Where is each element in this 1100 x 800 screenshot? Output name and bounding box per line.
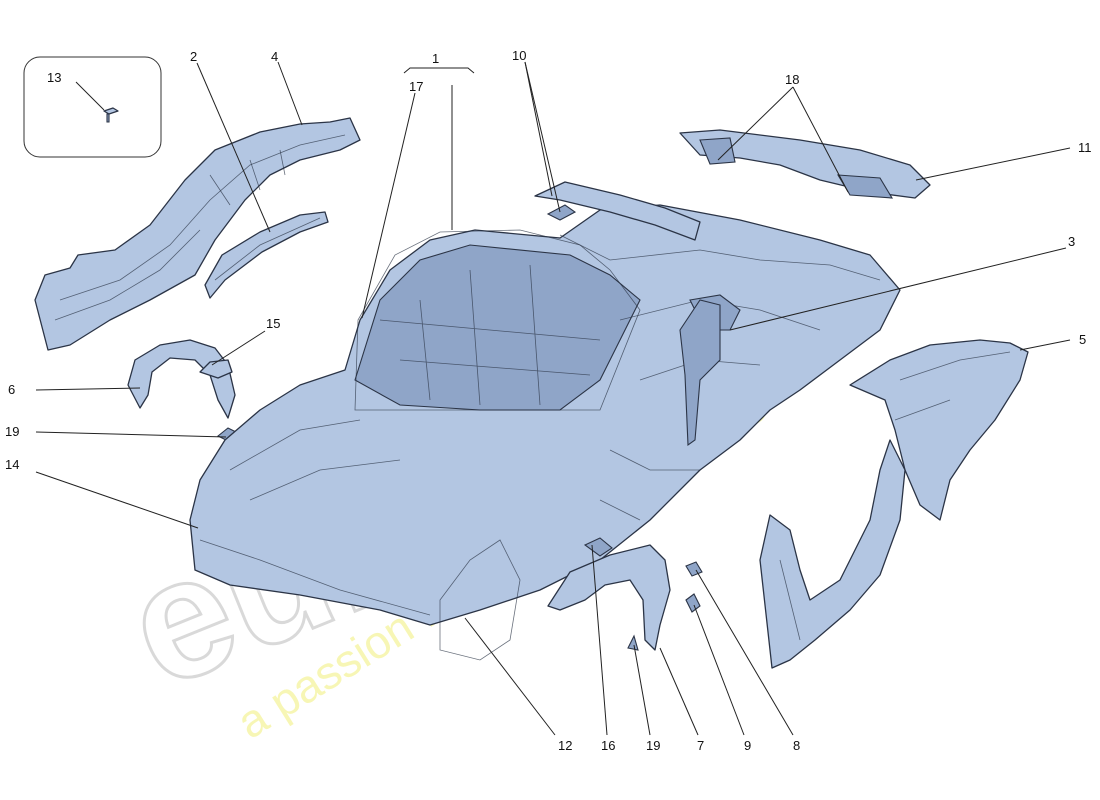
front-bracket-part [199, 359, 233, 379]
callout-7: 7 [697, 738, 704, 753]
callout-18: 18 [785, 72, 799, 87]
callout-19-left: 19 [5, 424, 19, 439]
right-side-panel-part [759, 339, 1029, 669]
arch-bracket-part [583, 537, 613, 557]
callout-16: 16 [601, 738, 615, 753]
callout-6: 6 [8, 382, 15, 397]
callout-5: 5 [1079, 332, 1086, 347]
callout-19-bottom: 19 [646, 738, 660, 753]
callout-1: 1 [432, 51, 439, 66]
callout-9: 9 [744, 738, 751, 753]
wheel-arch-liner-part [547, 544, 671, 651]
front-wheelhouse-part [127, 339, 236, 419]
callout-12: 12 [558, 738, 572, 753]
callout-3: 3 [1068, 234, 1075, 249]
callout-4: 4 [271, 49, 278, 64]
callout-15: 15 [266, 316, 280, 331]
small-bracket-part-9 [685, 593, 701, 613]
callout-10: 10 [512, 48, 526, 63]
screw-fastener-part [103, 107, 119, 123]
leader-lines [35, 61, 1071, 736]
callout-17: 17 [409, 79, 423, 94]
callout-11: 11 [1078, 140, 1092, 155]
callout-13: 13 [47, 70, 61, 85]
rear-spoiler-part [679, 129, 931, 199]
pillar-reinforcement-part [204, 211, 329, 299]
inset-box [23, 56, 162, 158]
clip-part-bottom [627, 634, 639, 651]
callout-labels: 1 17 2 4 10 18 11 3 5 13 15 6 19 14 12 1… [5, 48, 1092, 753]
side-frame-assembly-part [34, 117, 361, 351]
small-bracket-part-8 [685, 561, 703, 577]
callout-14: 14 [5, 457, 19, 472]
callout-8: 8 [793, 738, 800, 753]
main-body-shell-part [189, 204, 901, 661]
callout-2: 2 [190, 49, 197, 64]
